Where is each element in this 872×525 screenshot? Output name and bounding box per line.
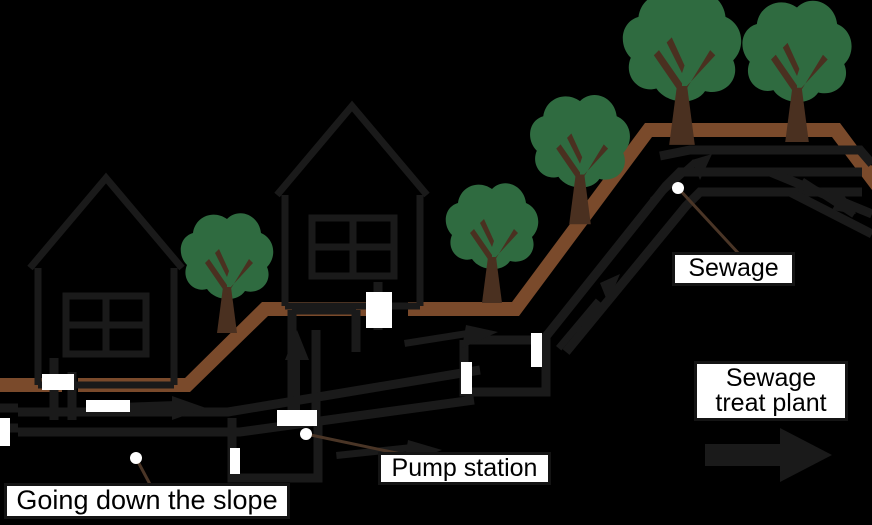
tree-5 xyxy=(742,0,852,143)
leader-dot-pump xyxy=(300,428,312,440)
chamber-wetwell-side xyxy=(0,418,10,446)
outfall-arrow xyxy=(800,177,856,218)
chamber-wetwell-inlet xyxy=(461,362,472,394)
chambers xyxy=(0,292,542,474)
leader-dot-slope xyxy=(130,452,142,464)
house-middle xyxy=(274,100,430,310)
flow-arrows xyxy=(92,154,856,464)
treat-plant-arrow xyxy=(705,428,832,482)
tree-3 xyxy=(530,94,630,225)
chamber-rising-main xyxy=(531,333,542,367)
label-going-down-the-slope: Going down the slope xyxy=(4,483,290,519)
leader-dots xyxy=(130,182,684,464)
pipe-network xyxy=(18,145,872,483)
label-plant-line1: Sewage xyxy=(725,363,817,392)
tree-2 xyxy=(445,183,539,303)
leader-dot-sewage xyxy=(672,182,684,194)
chamber-middle-house xyxy=(366,292,392,328)
chamber-left-house xyxy=(42,374,74,390)
label-slope-text: Going down the slope xyxy=(16,485,278,516)
chamber-pump-left xyxy=(230,448,240,474)
gravity-arrow-3 xyxy=(403,325,498,348)
rising-main-arrow-2 xyxy=(650,154,712,204)
label-sewage-treat-plant: Sewage treat plant xyxy=(694,361,848,421)
pump-riser-arrow xyxy=(285,330,309,414)
house-left xyxy=(27,172,185,389)
chamber-left-house-2 xyxy=(86,400,130,412)
label-sewage-text: Sewage xyxy=(688,254,779,283)
label-pump-station: Pump station xyxy=(378,452,551,485)
label-plant-line2: treat plant xyxy=(715,389,827,417)
rising-main-arrow-1 xyxy=(556,274,620,351)
chamber-pump-inlet xyxy=(277,410,317,426)
label-sewage: Sewage xyxy=(672,252,795,286)
label-pump-text: Pump station xyxy=(391,453,538,482)
